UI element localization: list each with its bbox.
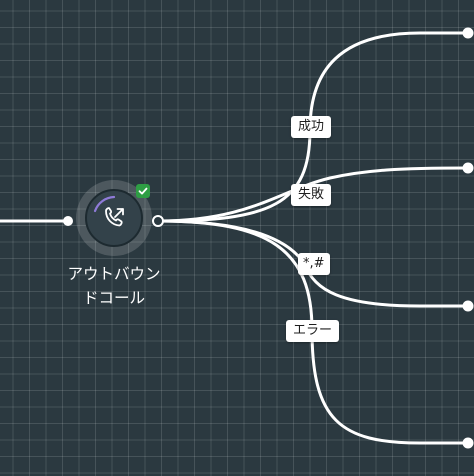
branch-label-error[interactable]: エラー	[286, 320, 340, 342]
branch-label-star-hash[interactable]: *,#	[298, 253, 330, 275]
status-check-badge	[136, 184, 150, 198]
branch-terminal-error[interactable]	[462, 437, 474, 449]
branch-edge-failure[interactable]	[157, 166, 469, 223]
node-title-line1: アウトバウン	[67, 265, 161, 283]
branch-terminal-star-hash[interactable]	[462, 300, 474, 312]
branch-terminal-failure[interactable]	[462, 162, 474, 174]
branch-label-failure[interactable]: 失敗	[291, 184, 332, 206]
branch-label-success[interactable]: 成功	[291, 116, 332, 138]
node-title-line2: ドコール	[82, 289, 145, 307]
node-title: アウトバウン ドコール	[52, 262, 176, 310]
branch-terminal-success[interactable]	[462, 27, 474, 39]
input-port[interactable]	[63, 216, 73, 226]
node-icon-container	[85, 189, 143, 247]
output-port[interactable]	[152, 215, 164, 227]
check-icon	[138, 187, 148, 195]
outbound-call-node[interactable]	[76, 180, 152, 256]
phone-outgoing-icon	[93, 195, 124, 227]
